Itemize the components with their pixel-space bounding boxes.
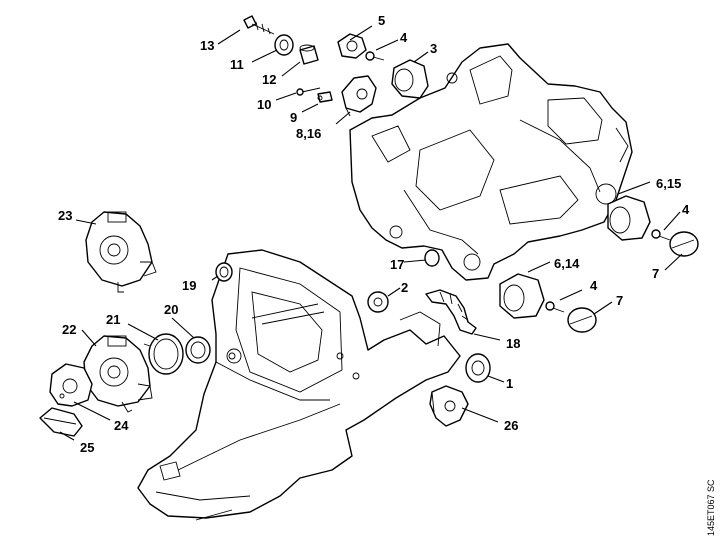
callout-18: 18 bbox=[506, 336, 520, 351]
plug-17-part bbox=[424, 249, 440, 267]
callout-11: 11 bbox=[230, 57, 244, 72]
callout-20: 20 bbox=[164, 302, 178, 317]
callout-25: 25 bbox=[80, 440, 94, 455]
bracket-25-part bbox=[39, 407, 83, 437]
manifold-26-part bbox=[429, 385, 469, 427]
gasket-21-part bbox=[143, 333, 184, 375]
callout-8-16: 8,16 bbox=[296, 126, 321, 141]
plate-24-part bbox=[49, 363, 93, 407]
screw-4c-part bbox=[545, 301, 565, 313]
callout-26: 26 bbox=[504, 418, 518, 433]
callout-4b: 4 bbox=[682, 202, 690, 217]
plug-7b-part bbox=[567, 307, 597, 333]
pin-9-part bbox=[317, 91, 333, 103]
handle-housing-part bbox=[137, 249, 461, 521]
carburetor-23-part bbox=[85, 211, 157, 293]
buffer-3-part bbox=[391, 59, 429, 99]
sleeve-12-part bbox=[299, 44, 319, 65]
callout-5: 5 bbox=[378, 13, 385, 28]
buffer-6-15-part bbox=[607, 195, 651, 241]
callout-24: 24 bbox=[114, 418, 129, 433]
callout-12: 12 bbox=[262, 72, 276, 87]
callout-21: 21 bbox=[106, 312, 120, 327]
callout-4a: 4 bbox=[400, 30, 408, 45]
callout-7a: 7 bbox=[652, 266, 659, 281]
callout-6-15: 6,15 bbox=[656, 176, 681, 191]
callout-3: 3 bbox=[430, 41, 437, 56]
callout-7b: 7 bbox=[616, 293, 623, 308]
callout-2: 2 bbox=[401, 280, 408, 295]
leader-lines bbox=[59, 25, 683, 441]
carburetor-22-part bbox=[83, 335, 153, 413]
screw-4b-part bbox=[651, 229, 671, 241]
seal-1-part bbox=[465, 353, 491, 383]
drawing-code: 145ET067 SC bbox=[706, 479, 716, 536]
ring-20-part bbox=[185, 336, 211, 364]
bracket-8-16-part bbox=[341, 75, 377, 117]
callout-22: 22 bbox=[62, 322, 76, 337]
washer-11-part bbox=[274, 34, 294, 56]
callout-10: 10 bbox=[257, 97, 271, 112]
callout-6-14: 6,14 bbox=[554, 256, 580, 271]
callout-4c: 4 bbox=[590, 278, 598, 293]
callout-9: 9 bbox=[290, 110, 297, 125]
screw-4a-part bbox=[365, 51, 385, 61]
grommet-19-part bbox=[215, 262, 233, 282]
callout-13: 13 bbox=[200, 38, 214, 53]
callout-17: 17 bbox=[390, 257, 404, 272]
screw-10-part bbox=[296, 87, 321, 96]
callout-labels: 1 2 3 4 4 4 5 6,14 6,15 7 7 8,16 9 10 11… bbox=[58, 13, 690, 455]
callout-1: 1 bbox=[506, 376, 513, 391]
screw-13-part bbox=[243, 15, 275, 35]
buffer-6-14-part bbox=[499, 273, 545, 319]
callout-23: 23 bbox=[58, 208, 72, 223]
cover-5-part bbox=[337, 33, 367, 59]
impulse-hose-18-part bbox=[425, 289, 477, 335]
plug-7a-part bbox=[669, 231, 699, 257]
callout-19: 19 bbox=[182, 278, 196, 293]
washer-2-part bbox=[367, 291, 389, 313]
